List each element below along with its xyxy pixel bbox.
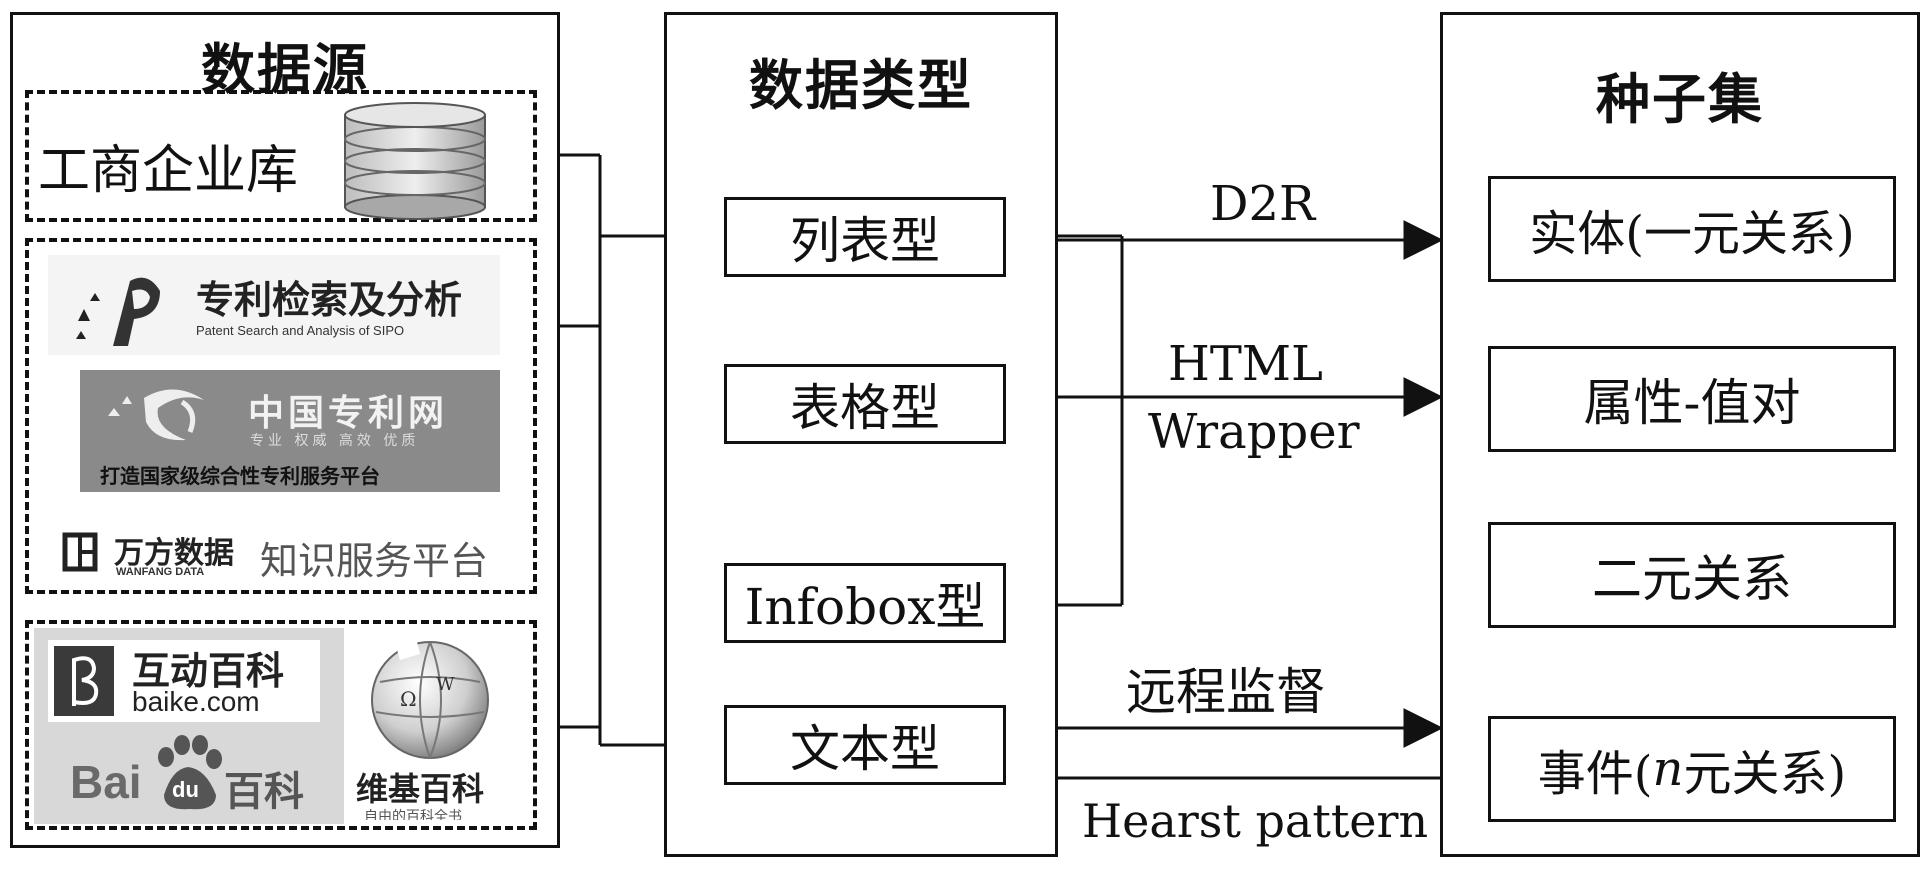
- source-group-enterprise: [25, 90, 537, 222]
- type-table-box: 表格型: [724, 364, 1006, 444]
- svg-text:W: W: [436, 674, 455, 695]
- china-patent-slogan: 打造国家级综合性专利服务平台: [100, 464, 380, 488]
- seed-attribute-box: 属性-值对: [1488, 346, 1896, 452]
- wikipedia-subtitle: 自由的百科全书: [364, 809, 462, 820]
- patent-search-logo: 专利检索及分析 Patent Search and Analysis of SI…: [48, 255, 500, 355]
- wikipedia-title: 维基百科: [356, 770, 485, 808]
- china-patent-tagline: 专业 权威 高效 优质: [250, 433, 420, 449]
- database-icon: [344, 102, 486, 220]
- wikipedia-logo: Ω W 维基百科 自由的百科全书: [346, 628, 518, 824]
- baidu-du: du: [172, 777, 199, 802]
- type-text-box: 文本型: [724, 705, 1006, 785]
- seed-event-prefix: 事件(: [1537, 746, 1653, 802]
- wrapper-label: Wrapper: [1148, 404, 1360, 460]
- seed-event-suffix: 元关系): [1683, 746, 1847, 802]
- baidu-brand: Bai: [70, 756, 142, 808]
- baidu-paw-icon: [158, 735, 222, 810]
- hudong-domain: baike.com: [132, 686, 260, 717]
- china-patent-title: 中国专利网: [248, 393, 449, 434]
- seeds-title: 种子集: [1596, 67, 1764, 131]
- html-label: HTML: [1168, 336, 1323, 392]
- seed-event-n: n: [1652, 741, 1684, 797]
- d2r-label: D2R: [1210, 176, 1316, 232]
- supervision-label: 远程监督: [1126, 663, 1326, 721]
- enterprise-db-label: 工商企业库: [38, 141, 299, 201]
- hudong-title: 互动百科: [132, 649, 285, 693]
- wikipedia-globe-icon: Ω W: [371, 638, 489, 759]
- wanfang-name: 万方数据: [114, 536, 234, 571]
- patent-search-title: 专利检索及分析: [196, 278, 463, 322]
- patent-search-emblem-icon: [76, 277, 160, 346]
- baidu-logo: Bai du 百科: [70, 735, 330, 815]
- hudong-emblem-icon: [54, 646, 114, 716]
- wanfang-name-en: WANFANG DATA: [116, 566, 205, 578]
- wanfang-emblem-icon: [62, 532, 98, 572]
- patent-search-subtitle: Patent Search and Analysis of SIPO: [196, 323, 405, 338]
- seed-binary-box: 二元关系: [1488, 522, 1896, 628]
- source-group-encyclopedias: [25, 620, 537, 830]
- type-infobox-box: Infobox型: [724, 563, 1006, 643]
- wanfang-logo: 万方数据 WANFANG DATA 知识服务平台: [56, 520, 526, 586]
- svg-text:Ω: Ω: [400, 687, 417, 711]
- wanfang-service: 知识服务平台: [260, 539, 489, 583]
- source-group-patents: [25, 238, 537, 594]
- types-title: 数据类型: [749, 53, 973, 117]
- hudong-logo: 互动百科 baike.com: [48, 640, 320, 722]
- baidu-baike: 百科: [224, 769, 304, 815]
- seed-entity-box: 实体(一元关系): [1488, 176, 1896, 282]
- hearst-label: Hearst pattern: [1082, 794, 1429, 848]
- china-patent-emblem-icon: [108, 389, 204, 441]
- china-patent-logo: 中国专利网 专业 权威 高效 优质 打造国家级综合性专利服务平台: [80, 370, 500, 492]
- type-list-box: 列表型: [724, 197, 1006, 277]
